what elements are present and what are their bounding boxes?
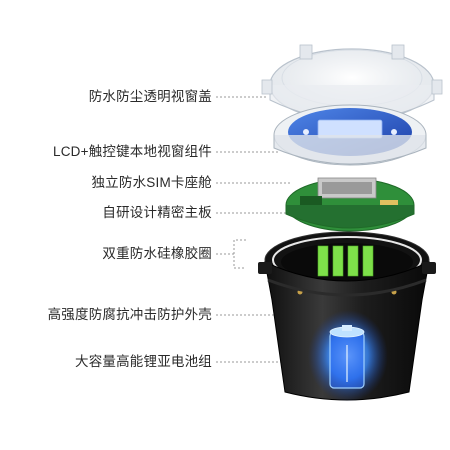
callout-lid: 防水防尘透明视窗盖 [88, 89, 212, 104]
housing [258, 231, 436, 401]
callout-shell: 高强度防腐抗冲击防护外壳 [47, 307, 212, 322]
callout-lcd: LCD+触控键本地视窗组件 [53, 144, 212, 159]
callout-sim: 独立防水SIM卡座舱 [91, 175, 212, 190]
callout-board: 自研设计精密主板 [102, 205, 212, 220]
battery-pack [308, 310, 388, 402]
callout-battery: 大容量高能锂亚电池组 [75, 354, 212, 369]
circuit-board [285, 177, 415, 232]
callout-seal: 双重防水硅橡胶圈 [102, 246, 212, 261]
lcd-window-assembly [273, 104, 427, 166]
leader-seal-bracket [233, 239, 246, 269]
